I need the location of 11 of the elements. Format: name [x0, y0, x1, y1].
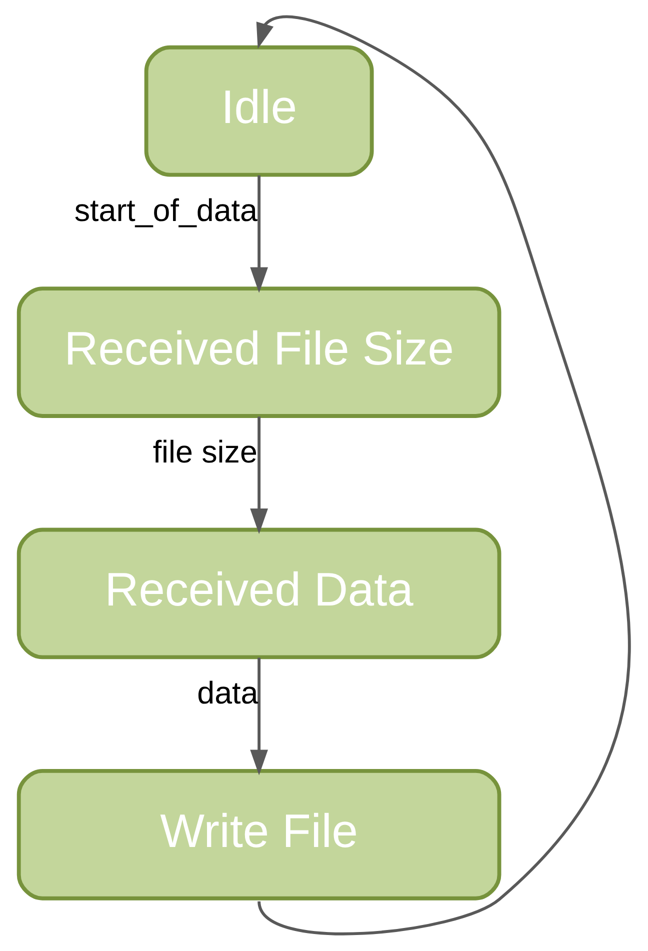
edge-label: data: [196, 676, 258, 711]
node-box: Received File Size: [16, 286, 501, 418]
arrow: [256, 15, 630, 936]
node-box: Idle: [144, 45, 374, 177]
arrow: [250, 658, 268, 776]
edge-label: start_of_data: [74, 193, 257, 228]
arrow: [250, 175, 268, 293]
node-box: Write File: [16, 768, 501, 900]
node-box: Received Data: [16, 528, 501, 660]
edge-label: file size: [152, 434, 257, 470]
arrow: [250, 416, 268, 534]
